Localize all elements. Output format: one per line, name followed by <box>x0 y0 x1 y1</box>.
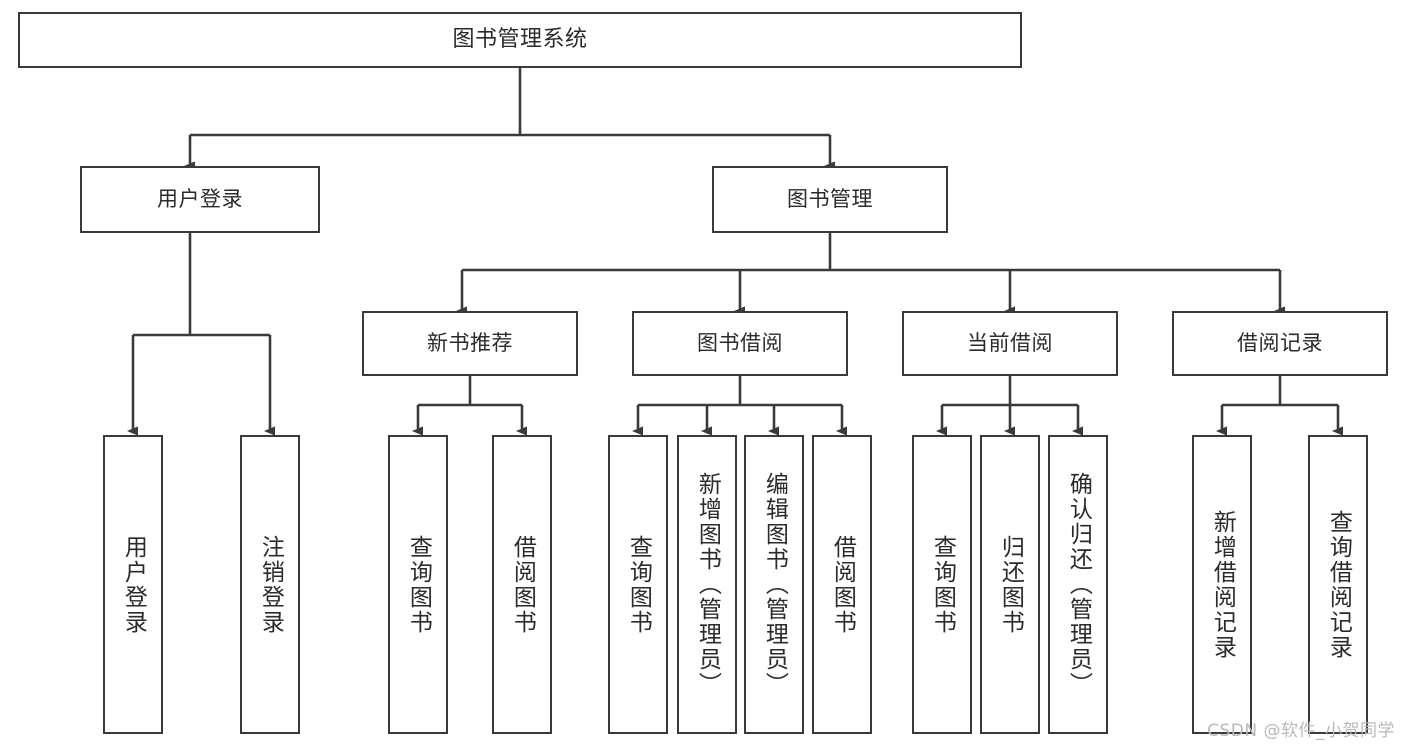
node-user-login[interactable]: 用户登录 <box>80 166 320 233</box>
node-label: 编辑图书（管理员） <box>761 472 788 697</box>
node-label: 查询图书 <box>625 534 652 635</box>
node-label: 查询图书 <box>405 534 432 635</box>
node-borrow-record[interactable]: 借阅记录 <box>1172 311 1388 376</box>
node-leaf-user-login[interactable]: 用户登录 <box>103 435 163 734</box>
node-label: 图书管理系统 <box>452 27 588 53</box>
node-label: 用户登录 <box>120 534 147 635</box>
node-label: 归还图书 <box>997 534 1024 635</box>
node-system-root[interactable]: 图书管理系统 <box>18 12 1022 68</box>
node-leaf-query-book-2[interactable]: 查询图书 <box>608 435 668 734</box>
node-book-borrow[interactable]: 图书借阅 <box>632 311 848 376</box>
node-new-book-recommend[interactable]: 新书推荐 <box>362 311 578 376</box>
node-label: 图书借阅 <box>697 331 783 356</box>
node-label: 注销登录 <box>257 534 284 635</box>
node-label: 当前借阅 <box>967 331 1053 356</box>
node-leaf-logout-login[interactable]: 注销登录 <box>240 435 300 734</box>
node-leaf-add-book[interactable]: 新增图书（管理员） <box>677 435 737 734</box>
node-label: 借阅图书 <box>509 534 536 635</box>
node-leaf-borrow-book-2[interactable]: 借阅图书 <box>812 435 872 734</box>
node-current-borrow[interactable]: 当前借阅 <box>902 311 1118 376</box>
node-book-management[interactable]: 图书管理 <box>712 166 948 233</box>
node-leaf-query-book-1[interactable]: 查询图书 <box>388 435 448 734</box>
node-label: 借阅图书 <box>829 534 856 635</box>
node-label: 查询借阅记录 <box>1325 509 1352 660</box>
node-label: 确认归还（管理员） <box>1065 472 1092 697</box>
node-label: 新增借阅记录 <box>1209 509 1236 660</box>
node-leaf-add-record[interactable]: 新增借阅记录 <box>1192 435 1252 734</box>
node-label: 查询图书 <box>929 534 956 635</box>
node-label: 新增图书（管理员） <box>694 472 721 697</box>
node-leaf-query-record[interactable]: 查询借阅记录 <box>1308 435 1368 734</box>
node-leaf-query-book-3[interactable]: 查询图书 <box>912 435 972 734</box>
node-label: 图书管理 <box>787 187 873 212</box>
node-leaf-borrow-book-1[interactable]: 借阅图书 <box>492 435 552 734</box>
node-label: 借阅记录 <box>1237 331 1323 356</box>
node-leaf-return-book[interactable]: 归还图书 <box>980 435 1040 734</box>
watermark-text: CSDN @软件_小贺同学 <box>1207 721 1395 741</box>
node-label: 用户登录 <box>157 187 243 212</box>
node-leaf-confirm-return[interactable]: 确认归还（管理员） <box>1048 435 1108 734</box>
node-label: 新书推荐 <box>427 331 513 356</box>
node-leaf-edit-book[interactable]: 编辑图书（管理员） <box>744 435 804 734</box>
